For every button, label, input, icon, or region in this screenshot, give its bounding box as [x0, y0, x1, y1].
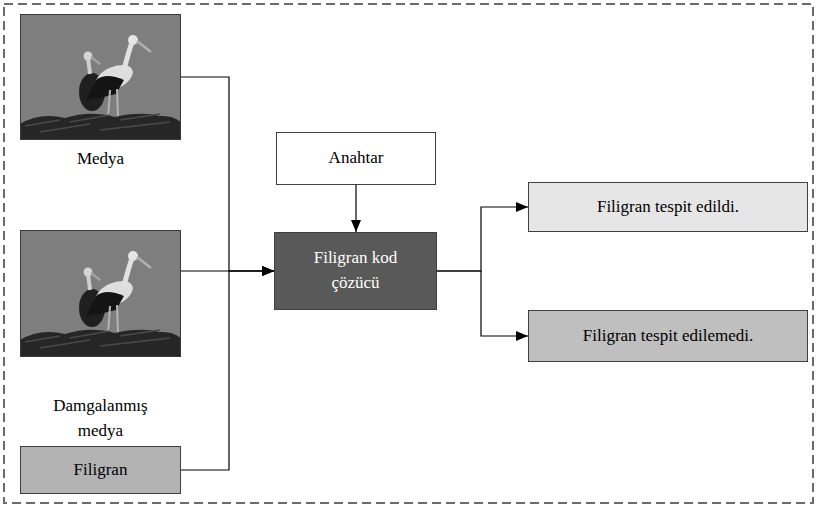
box-label: Filigran kod çözücü	[297, 246, 415, 295]
decoder-box: Filigran kod çözücü	[274, 232, 437, 310]
connector-arrow	[437, 271, 528, 336]
watermark-box: Filigran	[20, 446, 181, 494]
box-label: Filigran	[74, 458, 128, 483]
result-box: Filigran tespit edildi.	[528, 182, 808, 232]
image-caption: Medya	[77, 147, 124, 172]
media-photo	[20, 14, 181, 140]
caption-holder: Damgalanmış medya	[41, 394, 161, 443]
caption-holder: Medya	[26, 147, 176, 172]
watermarked-media-photo	[20, 230, 181, 356]
box-label: Anahtar	[329, 146, 384, 171]
image-caption: Damgalanmış medya	[41, 394, 161, 443]
result-box: Filigran tespit edilemedi.	[528, 310, 808, 362]
dashed-frame	[4, 4, 813, 503]
watermarked-media-image: Damgalanmış medya	[20, 230, 181, 357]
key-box: Anahtar	[276, 132, 436, 185]
box-label: Filigran tespit edilemedi.	[583, 324, 753, 349]
connector-arrow	[181, 271, 274, 470]
box-label: Filigran tespit edildi.	[597, 195, 739, 220]
connector-arrow	[437, 207, 528, 271]
media-image: Medya	[20, 14, 181, 140]
connector-arrow	[181, 77, 274, 271]
connector-arrow	[355, 185, 356, 232]
